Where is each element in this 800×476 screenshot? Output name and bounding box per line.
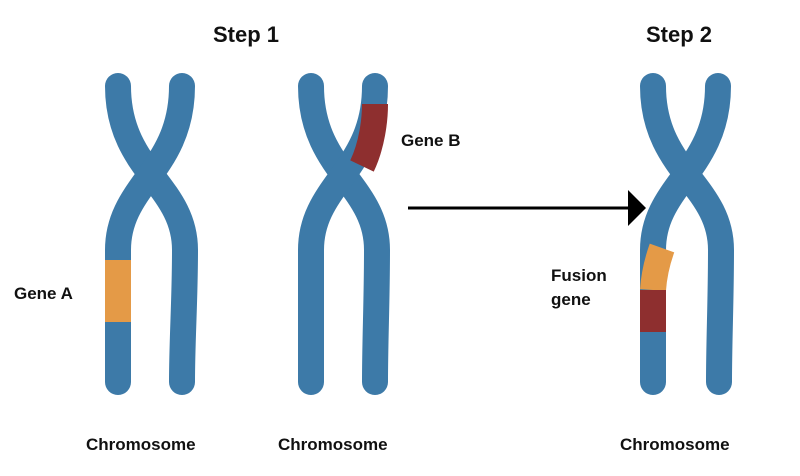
gene-b-label: Gene B <box>401 131 461 150</box>
right-arrow-icon <box>408 190 646 226</box>
step-2-title: Step 2 <box>646 22 713 47</box>
chromosome-1-caption: Chromosome <box>86 435 196 454</box>
chromosome-2-caption: Chromosome <box>278 435 388 454</box>
chromatid-3b <box>639 73 731 395</box>
chromosome-3-caption: Chromosome <box>620 435 730 454</box>
chromatid-1b <box>104 73 195 395</box>
fusion-gene-label-line1: Fusion <box>551 266 607 285</box>
gene-a-label: Gene A <box>14 284 73 303</box>
chromosome-2 <box>297 73 391 395</box>
gene-b-band <box>350 103 388 172</box>
chromatid-3a <box>640 73 735 395</box>
chromatid-1a <box>105 73 199 395</box>
chromatid-2a <box>298 73 391 395</box>
step-1-title: Step 1 <box>213 22 280 47</box>
chromosome-3 <box>639 73 735 395</box>
chromosome-1 <box>104 73 199 395</box>
fusion-gene-a-band <box>640 243 675 292</box>
fusion-gene-label-line2: gene <box>551 290 591 309</box>
